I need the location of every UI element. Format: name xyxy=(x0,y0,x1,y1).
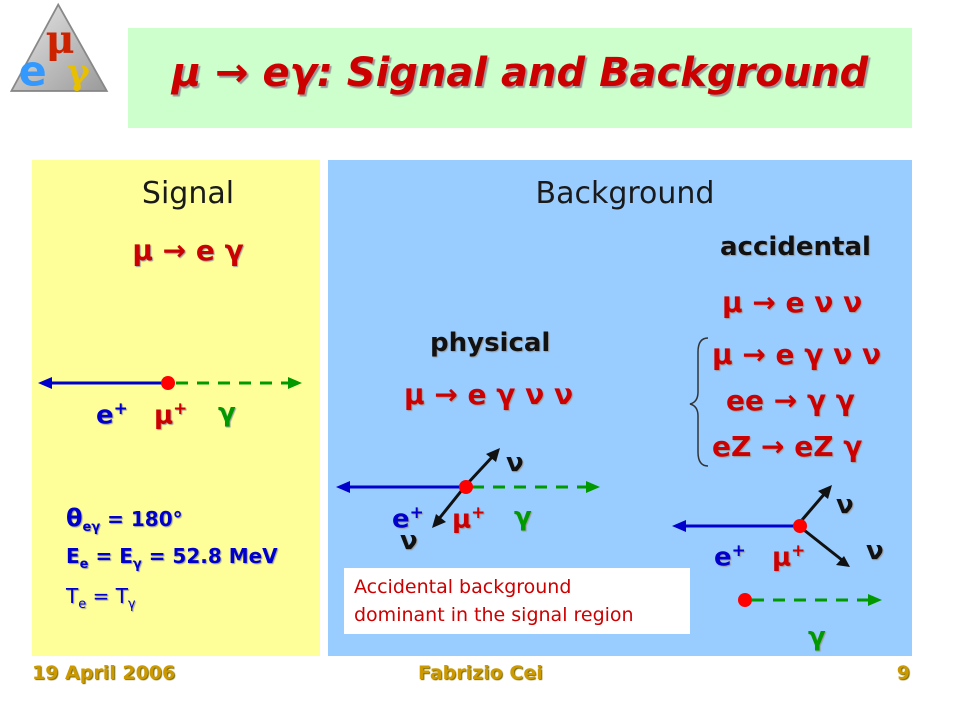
accidental-neutrino-arrow-down xyxy=(836,556,850,567)
logo: μ e γ xyxy=(9,2,109,96)
physical-label: physical xyxy=(430,328,551,358)
signal-e-label: e+ xyxy=(96,398,128,431)
slide-title: μ → eγ: Signal and Background xyxy=(171,50,869,96)
physical-photon-arrow xyxy=(586,481,600,493)
physical-electron-arrow xyxy=(336,481,350,493)
accidental-neutrino-track-down xyxy=(803,528,843,562)
accidental-label: accidental xyxy=(720,232,871,262)
logo-gamma: γ xyxy=(67,53,90,93)
physical-gamma-label: γ xyxy=(514,502,532,532)
footer-page-number: 9 xyxy=(896,662,910,684)
accidental-process-3: eZ → eZ γ xyxy=(712,430,863,463)
note-line-2: dominant in the signal region xyxy=(354,604,634,626)
signal-time: Te = Tγ xyxy=(66,584,136,612)
footer-author: Fabrizio Cei xyxy=(418,662,543,684)
physical-mu-label: μ+ xyxy=(452,502,486,535)
accidental-muon-vertex xyxy=(793,519,807,533)
logo-e: e xyxy=(19,48,47,96)
accidental-bracket xyxy=(689,337,709,467)
accidental-nu-label-1: ν xyxy=(836,490,854,520)
note-line-1: Accidental background xyxy=(354,576,572,598)
accidental-photon-vertex xyxy=(738,593,752,607)
physical-nu-label-1: ν xyxy=(506,448,524,478)
signal-process: μ → e γ xyxy=(132,234,244,267)
signal-panel xyxy=(32,160,320,656)
accidental-process-1: μ → e γ ν ν xyxy=(712,338,882,371)
physical-neutrino-track-up xyxy=(466,453,496,485)
accidental-neutrino-track-up xyxy=(800,491,828,521)
accidental-neutrino-arrow-up xyxy=(818,485,832,499)
logo-triangle xyxy=(9,2,109,92)
signal-photon-arrow xyxy=(288,377,302,389)
physical-neutrino-arrow-down xyxy=(432,514,446,528)
accidental-process-main: μ → e ν ν xyxy=(722,286,863,319)
physical-process: μ → e γ ν ν xyxy=(404,378,574,411)
footer-date: 19 April 2006 xyxy=(32,662,176,684)
accidental-e-label: e+ xyxy=(714,540,746,573)
signal-mu-label: μ+ xyxy=(154,398,188,431)
accidental-photon-arrow xyxy=(868,594,882,606)
accidental-gamma-label: γ xyxy=(808,622,826,652)
physical-e-label: e+ xyxy=(392,502,424,535)
physical-neutrino-track-down xyxy=(436,489,464,521)
signal-angle: θeγ = 180° xyxy=(66,504,183,535)
physical-neutrino-arrow-up xyxy=(486,448,500,462)
signal-muon-vertex xyxy=(161,376,175,390)
signal-energy: Ee = Eγ = 52.8 MeV xyxy=(66,544,278,572)
physical-nu-label-2: ν xyxy=(400,526,418,556)
accidental-process-2: ee → γ γ xyxy=(726,384,855,417)
accidental-nu-label-2: ν xyxy=(866,536,884,566)
note-box xyxy=(344,568,690,634)
accidental-electron-arrow xyxy=(672,520,686,532)
logo-mu: μ xyxy=(46,17,75,63)
signal-heading: Signal xyxy=(141,176,235,211)
background-heading: Background xyxy=(535,176,715,211)
signal-gamma-label: γ xyxy=(218,398,236,428)
physical-muon-vertex xyxy=(459,480,473,494)
title-banner xyxy=(128,28,912,128)
accidental-mu-label: μ+ xyxy=(772,540,806,573)
signal-electron-arrow xyxy=(38,377,52,389)
